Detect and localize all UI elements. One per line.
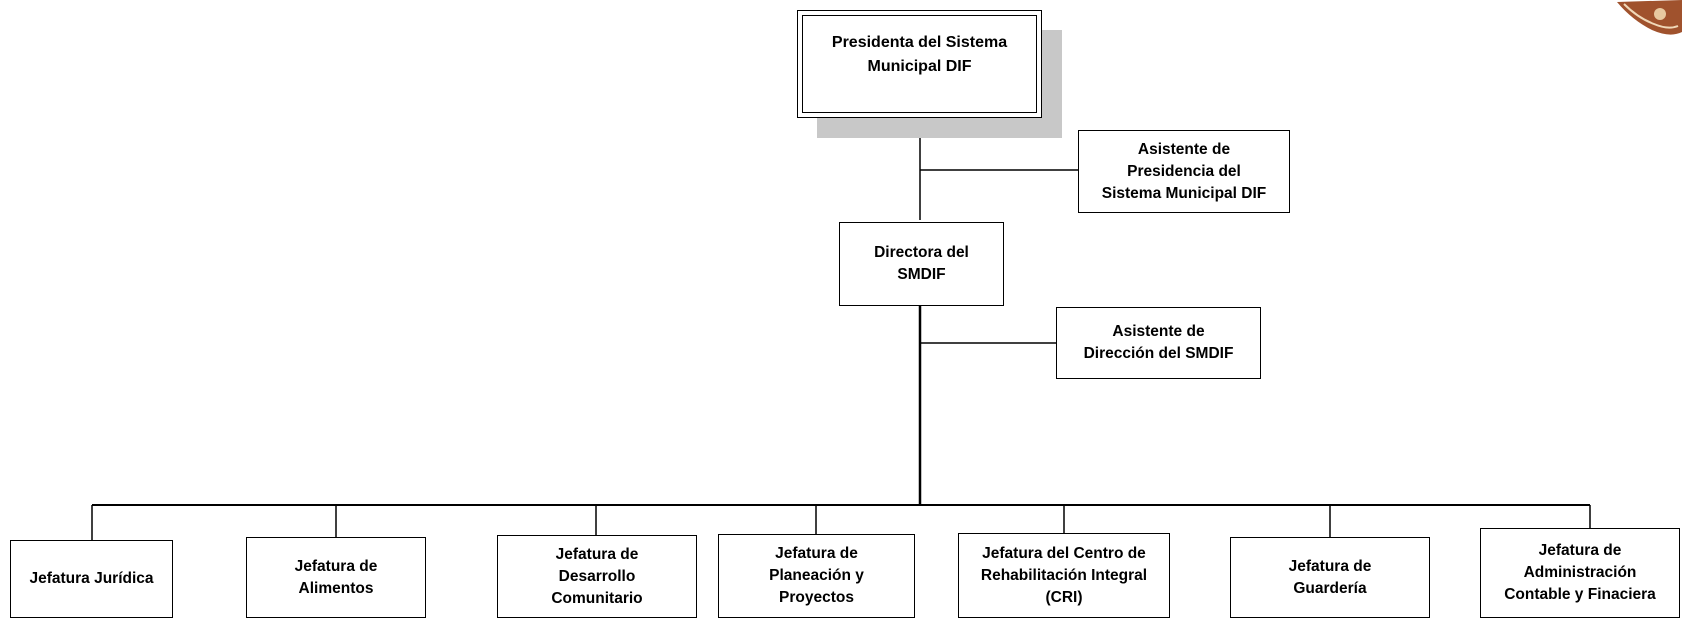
president-box: Presidenta del Sistema Municipal DIF: [797, 10, 1042, 118]
dif-emblem-icon: [1617, 0, 1682, 35]
assistant-president-box: Asistente de Presidencia del Sistema Mun…: [1078, 130, 1290, 213]
assistant-director-box: Asistente de Dirección del SMDIF: [1056, 307, 1261, 379]
department-box-alimentos: Jefatura de Alimentos: [246, 537, 426, 618]
director-box: Directora del SMDIF: [839, 222, 1004, 306]
department-box-planeacion: Jefatura de Planeación y Proyectos: [718, 534, 915, 618]
department-box-desarrollo: Jefatura de Desarrollo Comunitario: [497, 535, 697, 618]
department-box-administracion: Jefatura de Administración Contable y Fi…: [1480, 528, 1680, 618]
department-box-juridica: Jefatura Jurídica: [10, 540, 173, 618]
department-box-cri: Jefatura del Centro de Rehabilitación In…: [958, 533, 1170, 618]
department-box-guarderia: Jefatura de Guardería: [1230, 537, 1430, 618]
